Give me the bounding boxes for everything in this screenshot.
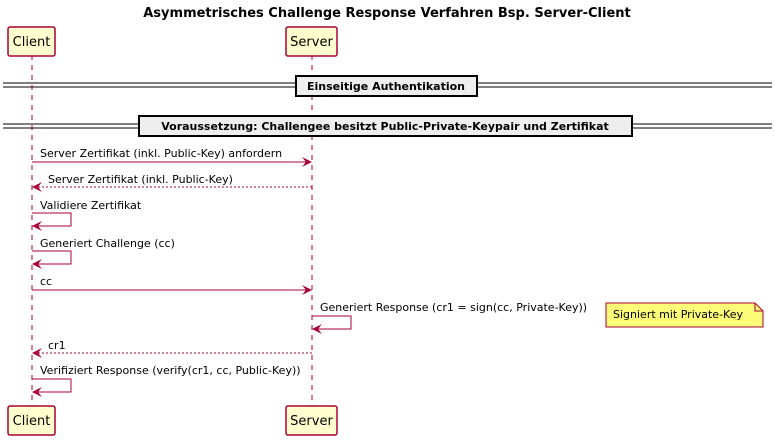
divider-einseitige-authentikation: Einseitige Authentikation (3, 75, 772, 97)
message-label: Validiere Zertifikat (40, 199, 142, 212)
participant-client-bottom: Client (7, 405, 56, 436)
message-challenge: cc (32, 275, 312, 295)
message-label: cc (40, 275, 52, 288)
message-label: Server Zertifikat (inkl. Public-Key) (48, 173, 233, 186)
participant-client-label: Client (13, 414, 51, 429)
participant-client-label: Client (13, 35, 51, 50)
message-label: Generiert Response (cr1 = sign(cc, Priva… (320, 301, 587, 314)
message-label: cr1 (48, 339, 66, 352)
message-generate-challenge: Generiert Challenge (cc) (32, 237, 175, 269)
diagram-title: Asymmetrisches Challenge Response Verfah… (143, 6, 631, 21)
note-label: Signiert mit Private-Key (613, 308, 743, 321)
message-label: Generiert Challenge (cc) (40, 237, 175, 250)
message-verify-response: Verifiziert Response (verify(cr1, cc, Pu… (32, 364, 301, 397)
message-label: Server Zertifikat (inkl. Public-Key) anf… (40, 147, 282, 160)
divider-label: Einseitige Authentikation (307, 80, 465, 93)
participant-server-label: Server (290, 414, 333, 429)
participant-server-bottom: Server (285, 405, 338, 436)
note-signed-with-private-key: Signiert mit Private-Key (605, 302, 764, 328)
message-generate-response: Generiert Response (cr1 = sign(cc, Priva… (312, 301, 587, 334)
message-certificate-response: Server Zertifikat (inkl. Public-Key) (32, 173, 312, 192)
message-request-certificate: Server Zertifikat (inkl. Public-Key) anf… (32, 147, 312, 167)
participant-server-label: Server (290, 35, 333, 50)
participant-client-top: Client (7, 26, 56, 57)
message-response: cr1 (32, 339, 312, 358)
divider-label: Voraussetzung: Challengee besitzt Public… (161, 120, 609, 133)
message-label: Verifiziert Response (verify(cr1, cc, Pu… (40, 364, 301, 377)
participant-server-top: Server (285, 26, 338, 57)
divider-voraussetzung: Voraussetzung: Challengee besitzt Public… (3, 115, 772, 137)
message-validate-certificate: Validiere Zertifikat (32, 199, 142, 231)
